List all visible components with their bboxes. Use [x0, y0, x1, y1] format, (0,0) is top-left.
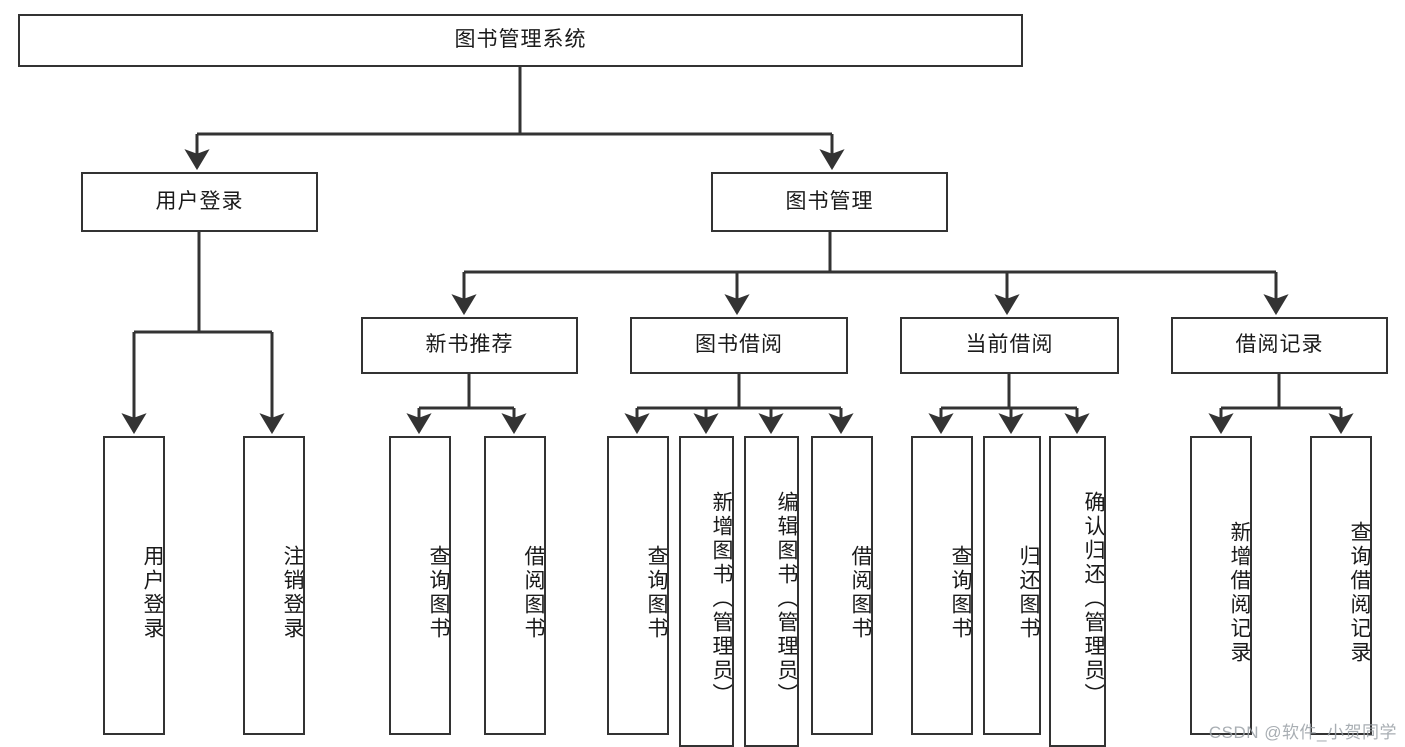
- node-user-login[interactable]: 用户登录: [81, 172, 318, 232]
- node-leaf-add-book-admin[interactable]: 新增图书（管理员）: [679, 436, 734, 747]
- edge-borrow-record-to-bus: [1221, 374, 1341, 410]
- node-leaf-edit-book-admin-label: 编辑图书（管理员）: [775, 490, 798, 707]
- node-leaf-query-book-3-label: 查询图书: [949, 544, 972, 641]
- node-leaf-return-book[interactable]: 归还图书: [983, 436, 1041, 735]
- node-leaf-query-borrow-record-label: 查询借阅记录: [1348, 520, 1371, 665]
- node-leaf-add-borrow-record-label: 新增借阅记录: [1228, 520, 1251, 665]
- node-book-manage[interactable]: 图书管理: [711, 172, 948, 232]
- edge-bus-to-user-login-leaves: [121, 332, 285, 435]
- node-borrow-record[interactable]: 借阅记录: [1171, 317, 1388, 374]
- node-current-borrow[interactable]: 当前借阅: [900, 317, 1119, 374]
- edge-current-borrow-to-bus: [941, 374, 1077, 410]
- node-leaf-user-login-label: 用户登录: [141, 544, 164, 641]
- edge-bus-to-borrow-record-leaves: [1208, 408, 1354, 435]
- node-leaf-edit-book-admin[interactable]: 编辑图书（管理员）: [744, 436, 799, 747]
- node-leaf-return-book-label: 归还图书: [1017, 544, 1040, 641]
- edge-book-borrow-to-bus: [637, 374, 841, 410]
- node-current-borrow-label: 当前借阅: [965, 333, 1054, 357]
- node-borrow-record-label: 借阅记录: [1235, 333, 1324, 357]
- node-leaf-confirm-return-admin-label: 确认归还（管理员）: [1082, 490, 1105, 707]
- node-leaf-borrow-book-1-label: 借阅图书: [522, 544, 545, 641]
- node-leaf-query-book-2[interactable]: 查询图书: [607, 436, 669, 735]
- edge-user-login-to-bus: [134, 232, 272, 334]
- node-user-login-label: 用户登录: [155, 189, 244, 213]
- edge-bus-to-new-book-rec-leaves: [406, 408, 527, 435]
- edge-bus-to-book-borrow-leaves: [624, 408, 854, 435]
- edge-book-manage-to-bus: [464, 232, 1276, 274]
- node-leaf-user-login[interactable]: 用户登录: [103, 436, 165, 735]
- edge-root-to-bus: [197, 67, 832, 136]
- node-leaf-add-borrow-record[interactable]: 新增借阅记录: [1190, 436, 1252, 735]
- node-leaf-confirm-return-admin[interactable]: 确认归还（管理员）: [1049, 436, 1106, 747]
- edge-bus-to-level2: [184, 134, 845, 171]
- node-book-borrow[interactable]: 图书借阅: [630, 317, 848, 374]
- edge-bus-to-current-borrow-leaves: [928, 408, 1090, 435]
- node-leaf-logout-label: 注销登录: [281, 544, 304, 641]
- node-root-label: 图书管理系统: [454, 28, 587, 52]
- node-leaf-borrow-book-2[interactable]: 借阅图书: [811, 436, 873, 735]
- node-leaf-borrow-book-2-label: 借阅图书: [849, 544, 872, 641]
- node-leaf-query-borrow-record[interactable]: 查询借阅记录: [1310, 436, 1372, 735]
- node-leaf-add-book-admin-label: 新增图书（管理员）: [710, 490, 733, 707]
- edge-new-book-rec-to-bus: [419, 374, 514, 410]
- node-root[interactable]: 图书管理系统: [18, 14, 1023, 67]
- node-leaf-borrow-book-1[interactable]: 借阅图书: [484, 436, 546, 735]
- node-book-manage-label: 图书管理: [785, 189, 874, 213]
- node-new-book-rec-label: 新书推荐: [425, 333, 514, 357]
- node-leaf-query-book-1-label: 查询图书: [427, 544, 450, 641]
- node-leaf-query-book-2-label: 查询图书: [645, 544, 668, 641]
- node-new-book-rec[interactable]: 新书推荐: [361, 317, 578, 374]
- node-leaf-query-book-3[interactable]: 查询图书: [911, 436, 973, 735]
- node-leaf-query-book-1[interactable]: 查询图书: [389, 436, 451, 735]
- node-book-borrow-label: 图书借阅: [695, 333, 783, 357]
- node-leaf-logout[interactable]: 注销登录: [243, 436, 305, 735]
- edge-bus-to-level3: [451, 272, 1289, 316]
